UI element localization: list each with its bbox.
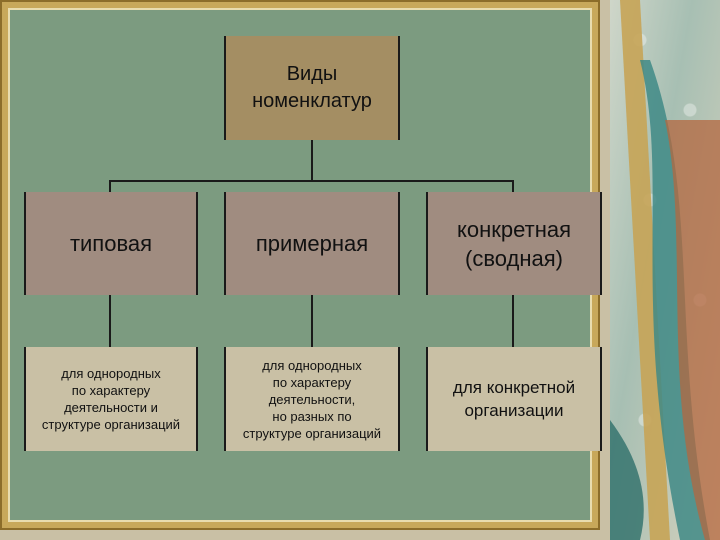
type-label-typical: типовая xyxy=(69,230,153,256)
connector-horizontal xyxy=(109,180,514,182)
type-label-exemplary: примерная xyxy=(255,230,369,256)
root-title-line2: номенклатур xyxy=(252,90,372,112)
desc-typical-line: деятельности и xyxy=(64,400,158,415)
connector-root-down xyxy=(311,140,313,181)
desc-typical-line: по характеру xyxy=(71,383,151,398)
connector-left-down xyxy=(109,180,111,192)
connector-right-down xyxy=(512,180,514,192)
decorative-ornament xyxy=(610,0,720,540)
desc-specific-line: организации xyxy=(464,401,564,420)
type-node-specific: конкретная (сводная) xyxy=(426,192,602,295)
desc-exemplary-line: по характеру xyxy=(272,374,352,390)
desc-node-exemplary: для однородных по характеру деятельности… xyxy=(224,347,400,451)
desc-exemplary-line: структуре организаций xyxy=(242,425,382,441)
type-node-exemplary: примерная xyxy=(224,192,400,295)
desc-exemplary-line: но разных по xyxy=(272,408,352,424)
desc-exemplary-line: для однородных xyxy=(262,357,362,373)
decorative-side-panel xyxy=(610,0,720,540)
connector-middle-lower xyxy=(311,295,313,347)
connector-right-lower xyxy=(512,295,514,347)
type-label-specific-sub: (сводная) xyxy=(465,245,563,271)
desc-exemplary-line: деятельности, xyxy=(268,391,356,407)
root-title-line1: Виды xyxy=(286,63,338,85)
desc-node-specific: для конкретной организации xyxy=(426,347,602,451)
desc-node-typical: для однородных по характеру деятельности… xyxy=(24,347,198,451)
desc-typical-line: для однородных xyxy=(61,366,161,381)
connector-left-lower xyxy=(109,295,111,347)
type-node-typical: типовая xyxy=(24,192,198,295)
type-label-specific: конкретная xyxy=(457,216,571,242)
root-node: Виды номенклатур xyxy=(224,36,400,140)
desc-typical-line: структуре организаций xyxy=(41,417,181,432)
desc-specific-line: для конкретной xyxy=(452,378,576,397)
